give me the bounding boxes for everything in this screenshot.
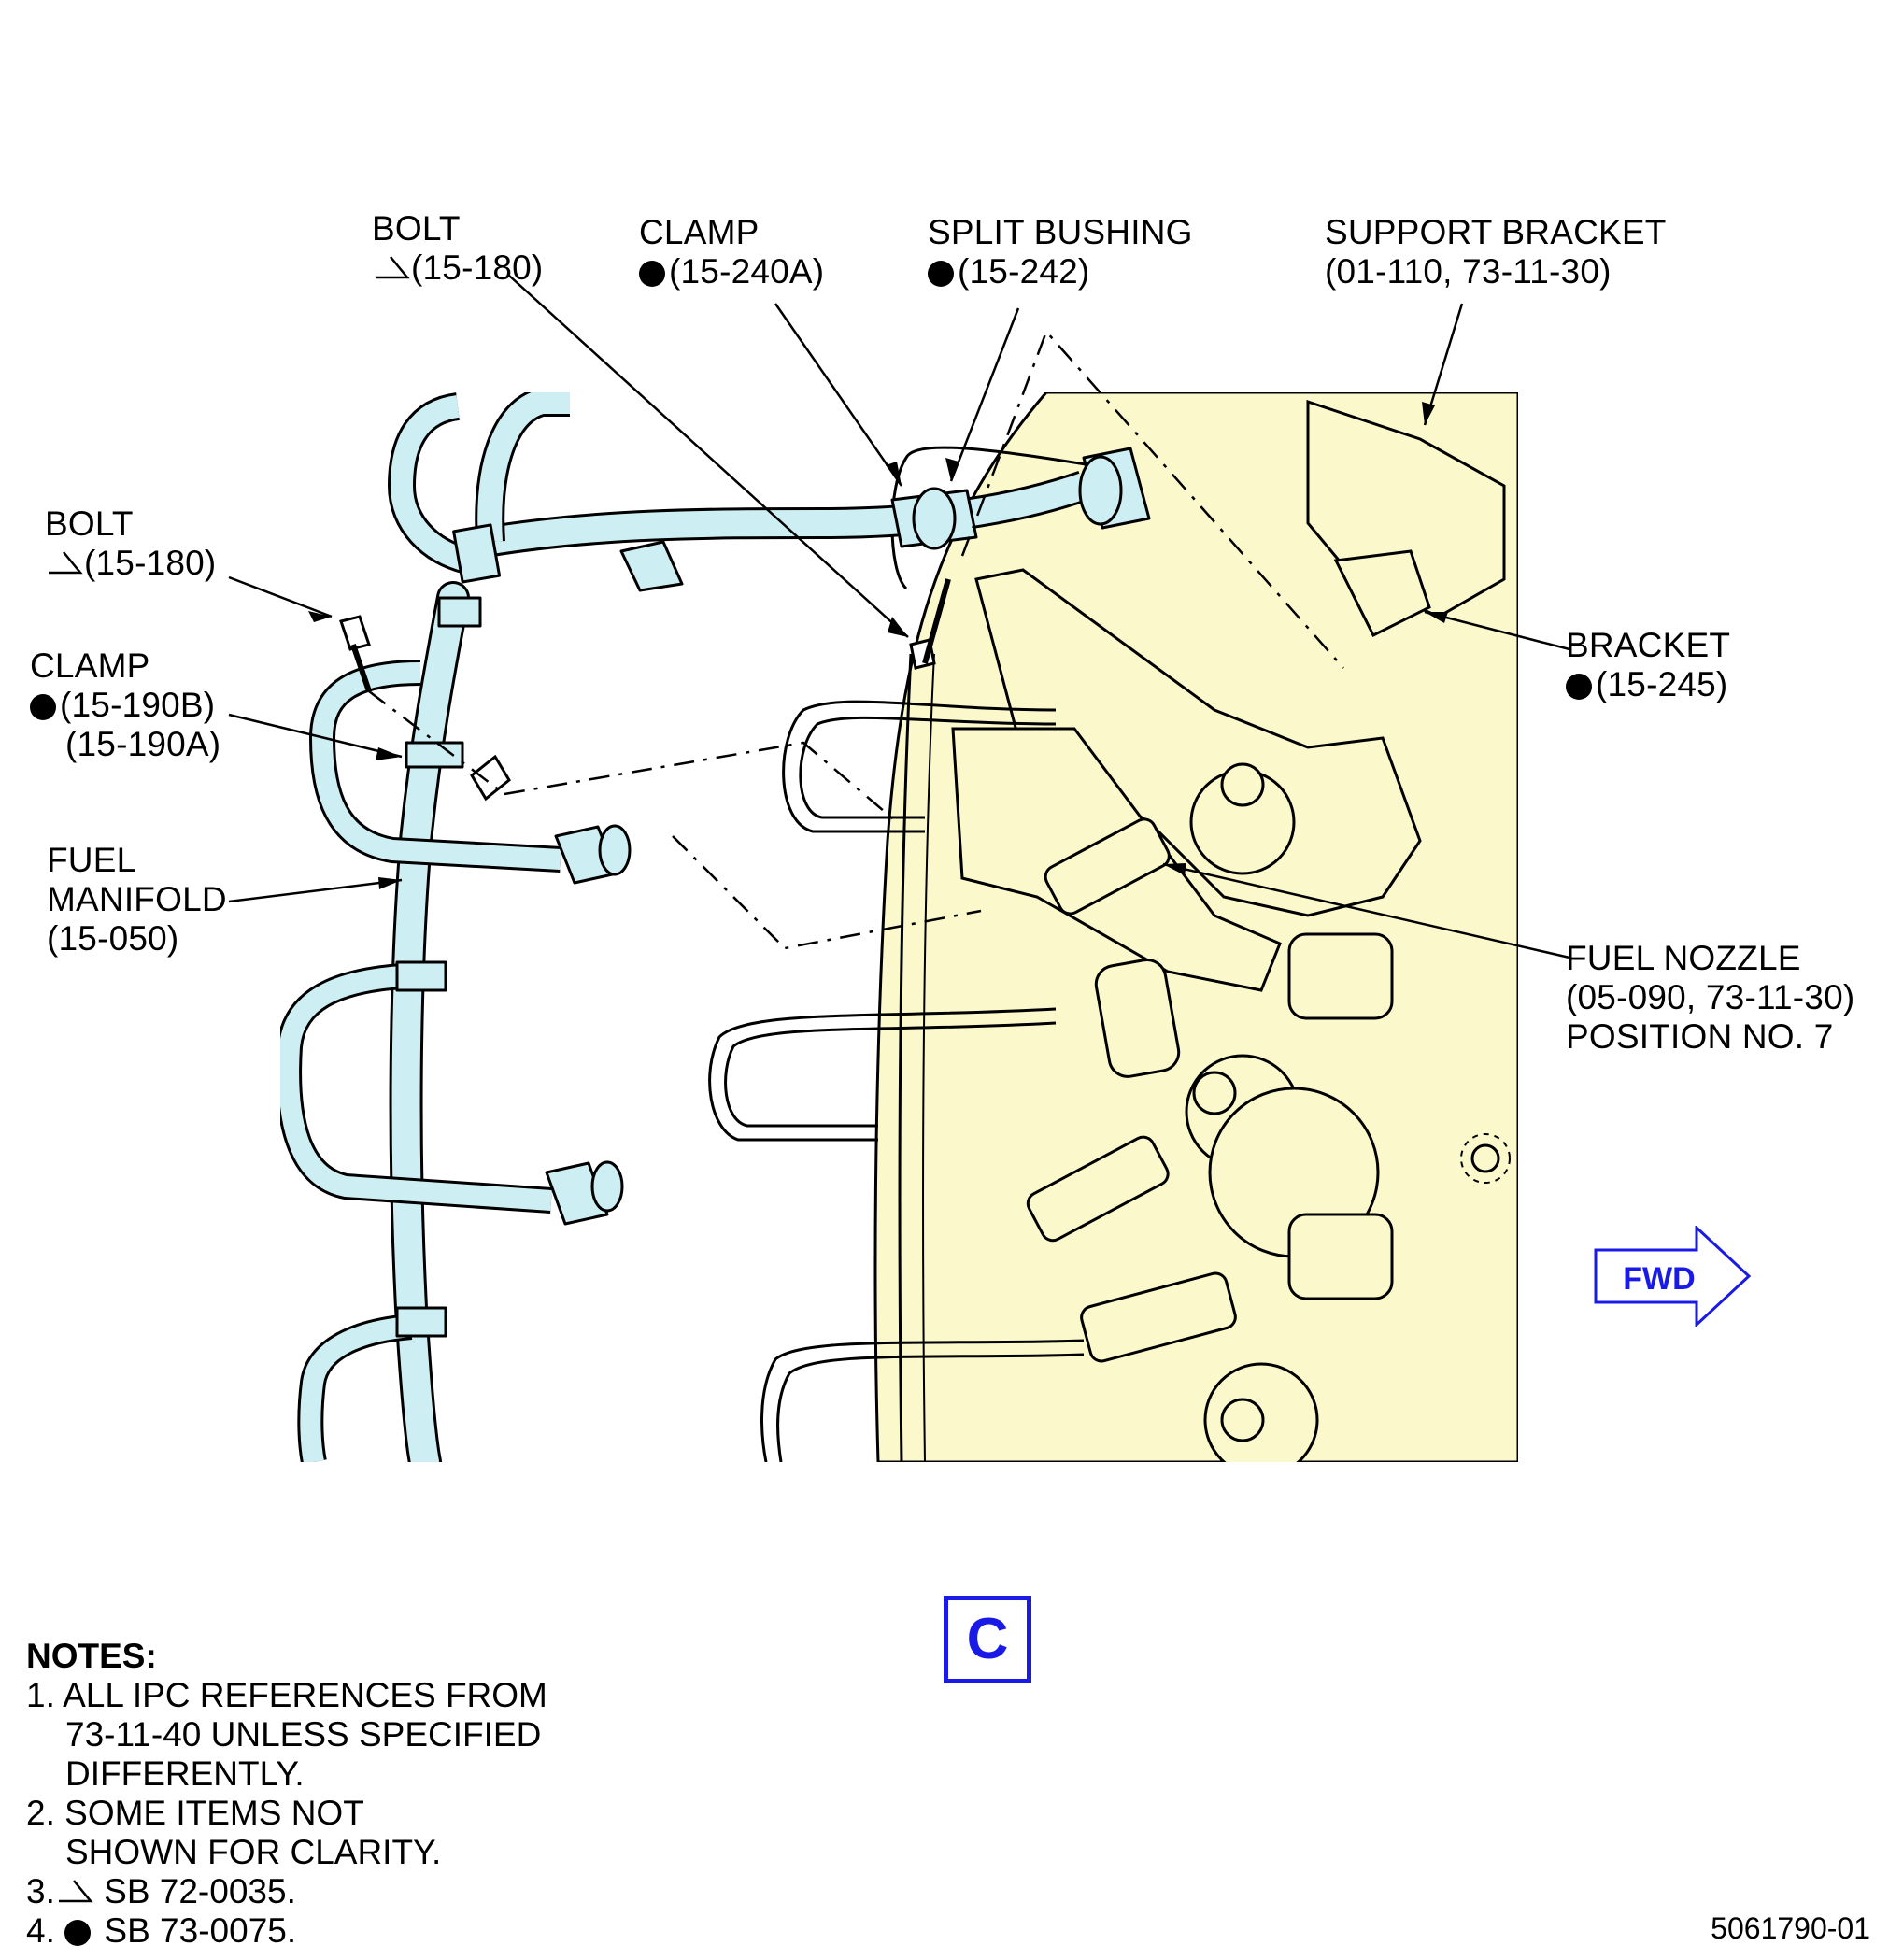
callout-bolt-top: BOLT (15-180) — [372, 209, 543, 288]
callout-support-bracket-ref: (01-110, 73-11-30) — [1325, 252, 1612, 291]
hardware-parts — [339, 578, 951, 802]
callout-clamp-left: CLAMP (15-190B) (15-190A) — [30, 646, 220, 764]
callout-support-bracket-name: SUPPORT BRACKET — [1325, 213, 1667, 251]
callout-bracket-ref: (15-245) — [1596, 665, 1728, 703]
callout-clamp-top-ref: (15-240A) — [669, 252, 825, 291]
forward-direction-label: FWD — [1623, 1261, 1696, 1297]
assembly-lines — [368, 329, 1344, 950]
callout-fuel-manifold-line1: FUEL — [47, 841, 136, 879]
callout-fuel-nozzle-position: POSITION NO. 7 — [1566, 1017, 1834, 1056]
callout-clamp-top-name: CLAMP — [639, 213, 760, 251]
leader-lines — [228, 275, 1570, 959]
callout-support-bracket: SUPPORT BRACKET (01-110, 73-11-30) — [1325, 213, 1667, 291]
service-bulletin-triangle-icon — [49, 551, 83, 575]
callout-bolt-left-ref: (15-180) — [84, 544, 217, 582]
callout-fuel-nozzle-name: FUEL NOZZLE — [1566, 939, 1801, 977]
service-bulletin-dot-icon — [64, 1920, 92, 1946]
callout-split-bushing: SPLIT BUSHING (15-242) — [928, 213, 1193, 291]
notes-heading: NOTES: — [26, 1637, 157, 1675]
callout-clamp-left-ref2: (15-190A) — [65, 725, 221, 763]
fuel-manifold-drawing — [280, 392, 1151, 1462]
forward-arrow-icon — [1594, 1226, 1752, 1327]
service-bulletin-triangle-icon — [376, 256, 410, 279]
callout-fuel-nozzle-ref: (05-090, 73-11-30) — [1566, 978, 1855, 1016]
callout-fuel-manifold-ref: (15-050) — [47, 919, 179, 958]
note-2-line-1: 2. SOME ITEMS NOT — [26, 1794, 364, 1832]
callout-split-bushing-ref: (15-242) — [958, 252, 1090, 291]
note-2-line-2: SHOWN FOR CLARITY. — [65, 1833, 442, 1871]
engine-case — [708, 392, 1518, 1462]
callout-fuel-manifold: FUEL MANIFOLD (15-050) — [47, 841, 227, 959]
service-bulletin-dot-icon — [639, 261, 665, 287]
note-4-text: SB 73-0075. — [104, 1911, 297, 1950]
figure-number: 5061790-01 — [1711, 1911, 1870, 1945]
callout-bolt-top-ref: (15-180) — [411, 249, 544, 287]
note-1-line-2: 73-11-40 UNLESS SPECIFIED — [65, 1715, 542, 1754]
callout-bolt-top-name: BOLT — [372, 209, 461, 248]
service-bulletin-triangle-icon — [58, 1880, 93, 1903]
note-4-number: 4. — [26, 1911, 55, 1950]
service-bulletin-dot-icon — [30, 694, 56, 720]
callout-split-bushing-name: SPLIT BUSHING — [928, 213, 1193, 251]
callout-bolt-left: BOLT (15-180) — [45, 504, 216, 583]
note-1-line-1: 1. ALL IPC REFERENCES FROM — [26, 1676, 547, 1714]
note-3: 3. SB 72-0035. — [26, 1872, 547, 1911]
callout-clamp-top: CLAMP (15-240A) — [639, 213, 824, 291]
note-3-number: 3. — [26, 1872, 55, 1910]
note-4: 4. SB 73-0075. — [26, 1911, 547, 1951]
note-3-text: SB 72-0035. — [104, 1872, 296, 1910]
callout-bracket-name: BRACKET — [1566, 626, 1731, 664]
callout-bracket: BRACKET (15-245) — [1566, 626, 1730, 704]
callout-fuel-manifold-line2: MANIFOLD — [47, 880, 227, 918]
callout-fuel-nozzle: FUEL NOZZLE (05-090, 73-11-30) POSITION … — [1566, 939, 1854, 1057]
note-1-line-3: DIFFERENTLY. — [65, 1754, 305, 1793]
notes-block: NOTES: 1. ALL IPC REFERENCES FROM 73-11-… — [26, 1637, 547, 1951]
service-bulletin-dot-icon — [1566, 674, 1592, 700]
service-bulletin-dot-icon — [928, 261, 954, 287]
view-label: C — [944, 1596, 1031, 1683]
callout-bolt-left-name: BOLT — [45, 504, 134, 543]
callout-clamp-left-ref1: (15-190B) — [60, 686, 216, 724]
callout-clamp-left-name: CLAMP — [30, 646, 150, 685]
leader-arrowheads — [308, 402, 1448, 889]
